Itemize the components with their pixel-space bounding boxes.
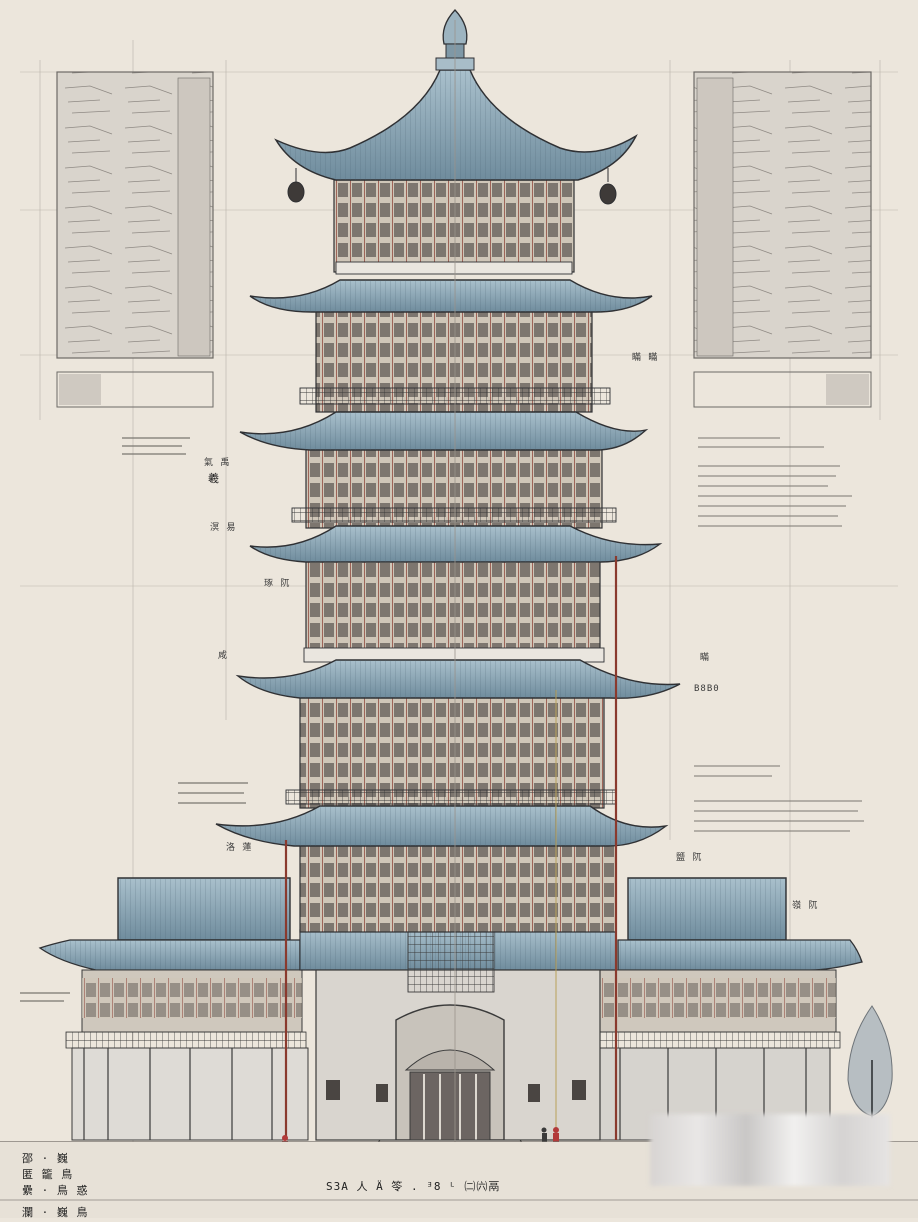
note-lines-right <box>694 437 864 832</box>
title-block-line: 瀾 · 巍 鳥 <box>22 1206 89 1219</box>
axis-lines <box>284 20 618 1160</box>
blurred-patch <box>650 1114 890 1186</box>
left-side-hall <box>38 877 309 1141</box>
annotation-label: 咸 <box>218 651 229 661</box>
annotation-label: 嶺 阢 <box>792 901 819 911</box>
lantern-icon <box>287 168 305 203</box>
annotation-label: 溟 易 <box>210 523 237 533</box>
right-detail-panel <box>693 71 872 408</box>
annotation-label: 氣 禹 <box>204 458 231 468</box>
title-block-caption: S3A 人 Ä 笭 . ᴲ8 ᴸ ㈡㈥鬲 <box>326 1180 501 1193</box>
annotation-label: 琢 阢 <box>264 579 291 589</box>
lantern-icon <box>599 168 617 205</box>
annotation-label: 羲 <box>208 472 220 485</box>
left-detail-panel <box>56 71 214 408</box>
title-block-line: 匿 籠 鳥 <box>22 1168 74 1181</box>
right-side-hall <box>591 877 863 1141</box>
human-figure-icon <box>541 1127 559 1143</box>
pagoda-tower <box>215 9 681 933</box>
annotation-label: 瞞 <box>700 653 711 663</box>
note-lines-left <box>20 437 248 1002</box>
annotation-label: 洛 蓮 <box>226 843 253 853</box>
annotation-label: 鹽 阢 <box>676 853 703 863</box>
annotation-label: B8B0 <box>694 684 720 694</box>
central-gatehouse <box>299 929 617 1165</box>
annotation-label: 瞞 瞞 <box>632 353 659 363</box>
title-block-line: 邵 · 巍 <box>22 1152 69 1165</box>
title-block-line: 纍 · 鳥 惑 <box>22 1184 89 1197</box>
